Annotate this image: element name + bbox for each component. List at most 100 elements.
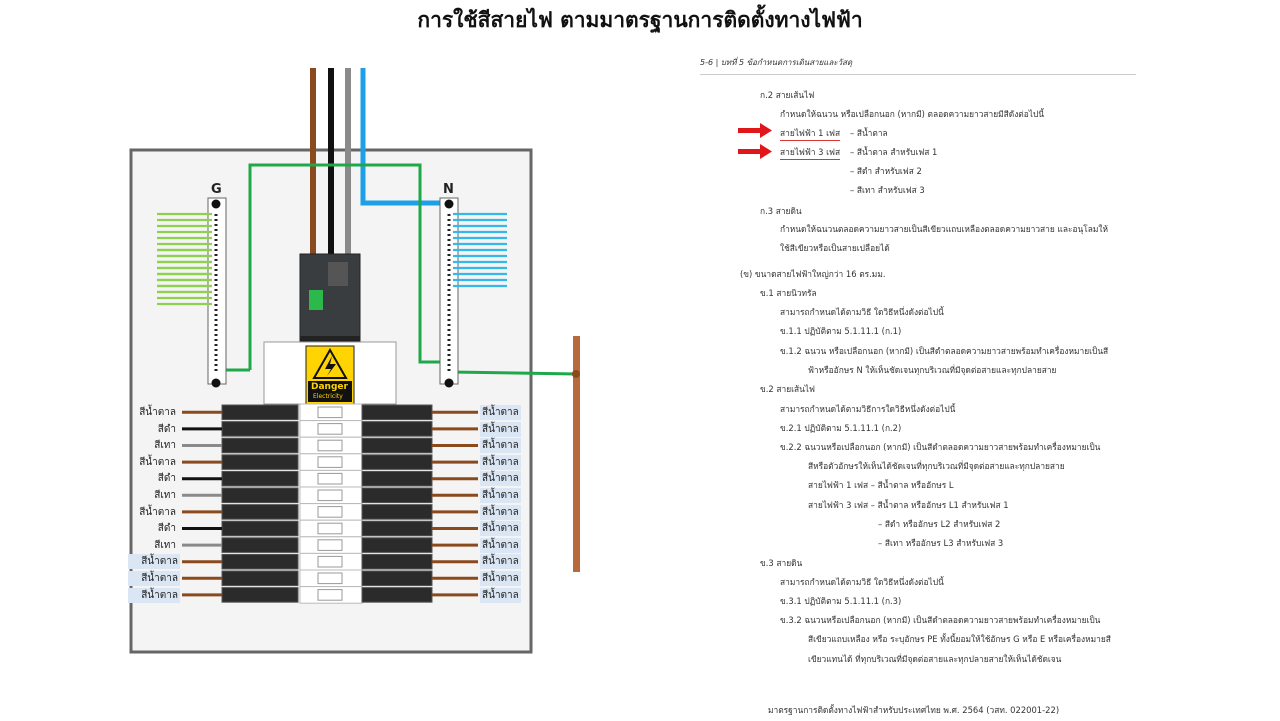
warning-sign-top: Danger (311, 382, 348, 392)
breaker-blank (299, 519, 363, 538)
branch-breaker-right (361, 537, 433, 553)
branch-breaker-right (361, 553, 433, 570)
left-wire-label: สีเทา (154, 539, 176, 551)
doc-line: สามารถกำหนดได้ตามวิธี ใดวิธีหนึ่งดังต่อไ… (780, 577, 944, 587)
breaker-blank (299, 486, 363, 505)
breaker-slot (317, 423, 343, 435)
neutral-bar-label: N (443, 182, 454, 197)
main-breaker (299, 253, 361, 343)
branch-breaker-right (361, 454, 433, 470)
breaker-blank (299, 420, 363, 438)
doc-line: ข.3.2 ฉนวนหรือเปลือกนอก (หากมี) เป็นสีดำ… (780, 615, 1101, 625)
branch-breaker-right (361, 587, 433, 603)
ground-bar (207, 197, 227, 388)
doc-line: เขียวแทนได้ ที่ทุกบริเวณที่มีจุดต่อสายแล… (808, 654, 1062, 664)
earth-rod (572, 336, 580, 572)
page-title: การใช้สีสายไฟ ตามมาตรฐานการติดตั้งทางไฟฟ… (417, 8, 863, 32)
doc-line: ฟ้าหรืออักษร N ให้เห็นชัดเจนทุกบริเวณที่… (808, 365, 1057, 375)
breaker-blank (299, 552, 363, 571)
branch-breaker-left (221, 587, 299, 603)
branch-breaker-right (361, 504, 433, 520)
left-wire-label: สีดำ (157, 523, 176, 535)
breaker-slot (317, 589, 343, 601)
doc-line: กำหนดให้ฉนวนตลอดความยาวสายเป็นสีเขียวแถบ… (780, 224, 1108, 234)
warning-sign-bottom: Electricity (313, 393, 343, 400)
right-wire-label: สีน้ำตาล (480, 504, 521, 520)
right-wire-label: สีน้ำตาล (480, 521, 521, 537)
doc-line: – สีเทา หรืออักษร L3 สำหรับเฟส 3 (878, 538, 1004, 548)
branch-breaker-right (361, 437, 433, 454)
branch-breaker-right (361, 404, 433, 421)
left-wire-label: สีน้ำตาล (128, 554, 180, 570)
doc-line: สีหรือตัวอักษรให้เห็นได้ชัดเจนที่ทุกบริเ… (808, 461, 1065, 471)
doc-line: สายไฟฟ้า 3 เฟส – สีน้ำตาล หรืออักษร L1 ส… (808, 500, 1009, 510)
breaker-slot (317, 472, 343, 485)
breaker-slot (317, 506, 343, 518)
breaker-blank (299, 403, 363, 422)
right-wire-label: สีน้ำตาล (480, 554, 521, 570)
left-wire-label: สีเทา (154, 440, 176, 452)
doc-line: สายไฟฟ้า 1 เฟส – สีน้ำตาล หรืออักษร L (808, 480, 954, 490)
branch-breaker-left (221, 504, 299, 520)
breaker-slot (317, 406, 343, 419)
branch-wires (182, 410, 478, 597)
doc-line: ใช้สีเขียวหรือเป็นสายเปลือยได้ (780, 243, 890, 253)
doc-line: ข.1.1 ปฏิบัติตาม 5.1.11.1 (ก.1) (780, 326, 902, 336)
branch-breaker-left (221, 470, 299, 487)
warning-sign (305, 345, 355, 405)
branch-breaker-left (221, 421, 299, 437)
doc-line: ข.2 สายเส้นไฟ (760, 384, 815, 394)
branch-breaker-right (361, 520, 433, 537)
branch-breaker-left (221, 520, 299, 537)
breaker-blank (299, 453, 363, 471)
right-wire-label: สีน้ำตาล (480, 537, 521, 553)
left-wire-label: สีดำ (157, 473, 176, 485)
doc-line: ข.1 สายนิวทรัล (760, 288, 817, 298)
branch-breaker-left (221, 553, 299, 570)
doc-line: – สีดำ สำหรับเฟส 2 (850, 166, 922, 176)
branch-breaker-right (361, 487, 433, 504)
left-wire-label: สีน้ำตาล (128, 587, 180, 603)
ground-wire-stubs (157, 212, 212, 306)
left-wire-label: สีน้ำตาล (139, 506, 176, 518)
breaker-slot (317, 555, 343, 568)
right-wire-label: สีน้ำตาล (480, 454, 521, 470)
left-wire-label: สีเทา (154, 490, 176, 501)
breaker-blank (299, 436, 363, 455)
doc-line: ข.3.1 ปฏิบัติตาม 5.1.11.1 (ก.3) (780, 596, 902, 606)
doc-line: – สีเทา สำหรับเฟส 3 (850, 185, 925, 195)
branch-breaker-left (221, 454, 299, 470)
breaker-blank (299, 536, 363, 554)
branch-breaker-left (221, 537, 299, 553)
branch-breaker-right (361, 470, 433, 487)
breaker-slot (317, 489, 343, 502)
breaker-blank (299, 586, 363, 604)
left-wire-label: สีน้ำตาล (128, 571, 180, 586)
doc-line: สามารถกำหนดได้ตามวิธีการใดวิธีหนึ่งดังต่… (780, 404, 956, 414)
breaker-slot (317, 572, 343, 585)
left-wire-label: สีดำ (157, 423, 176, 435)
red-arrow-2 (738, 144, 772, 159)
right-wire-label: สีน้ำตาล (480, 587, 521, 603)
breaker-blank (299, 569, 363, 588)
neutral-wire-stubs (453, 212, 507, 288)
doc-line: ข.2.1 ปฏิบัติตาม 5.1.11.1 (ก.2) (780, 423, 902, 433)
doc-line: – สีน้ำตาล สำหรับเฟส 1 (850, 147, 938, 157)
breaker-slot (317, 456, 343, 468)
doc-line: กำหนดให้ฉนวน หรือเปลือกนอก (หากมี) ตลอดค… (780, 109, 1045, 119)
right-wire-label: สีน้ำตาล (480, 405, 521, 420)
doc-line: ข.3 สายดิน (760, 558, 803, 568)
earth-wire-top (248, 163, 447, 370)
branch-breaker-right (361, 570, 433, 587)
left-wire-label: สีน้ำตาล (139, 407, 176, 418)
doc-line: ก.2 สายเส้นไฟ (760, 90, 815, 100)
doc-header: 5-6 | บทที่ 5 ข้อกำหนดการเดินสายและวัสดุ (700, 56, 1136, 75)
doc-line: ข.1.2 ฉนวน หรือเปลือกนอก (หากมี) เป็นสีด… (780, 346, 1109, 356)
earth-wire-to-rod (449, 370, 578, 376)
branch-breakers (221, 403, 433, 604)
breaker-blank (299, 469, 363, 488)
breaker-slot (317, 439, 343, 452)
left-wire-label: สีน้ำตาล (139, 456, 176, 468)
doc-line: (ข) ขนาดสายไฟฟ้าใหญ่กว่า 16 ตร.มม. (740, 269, 886, 279)
